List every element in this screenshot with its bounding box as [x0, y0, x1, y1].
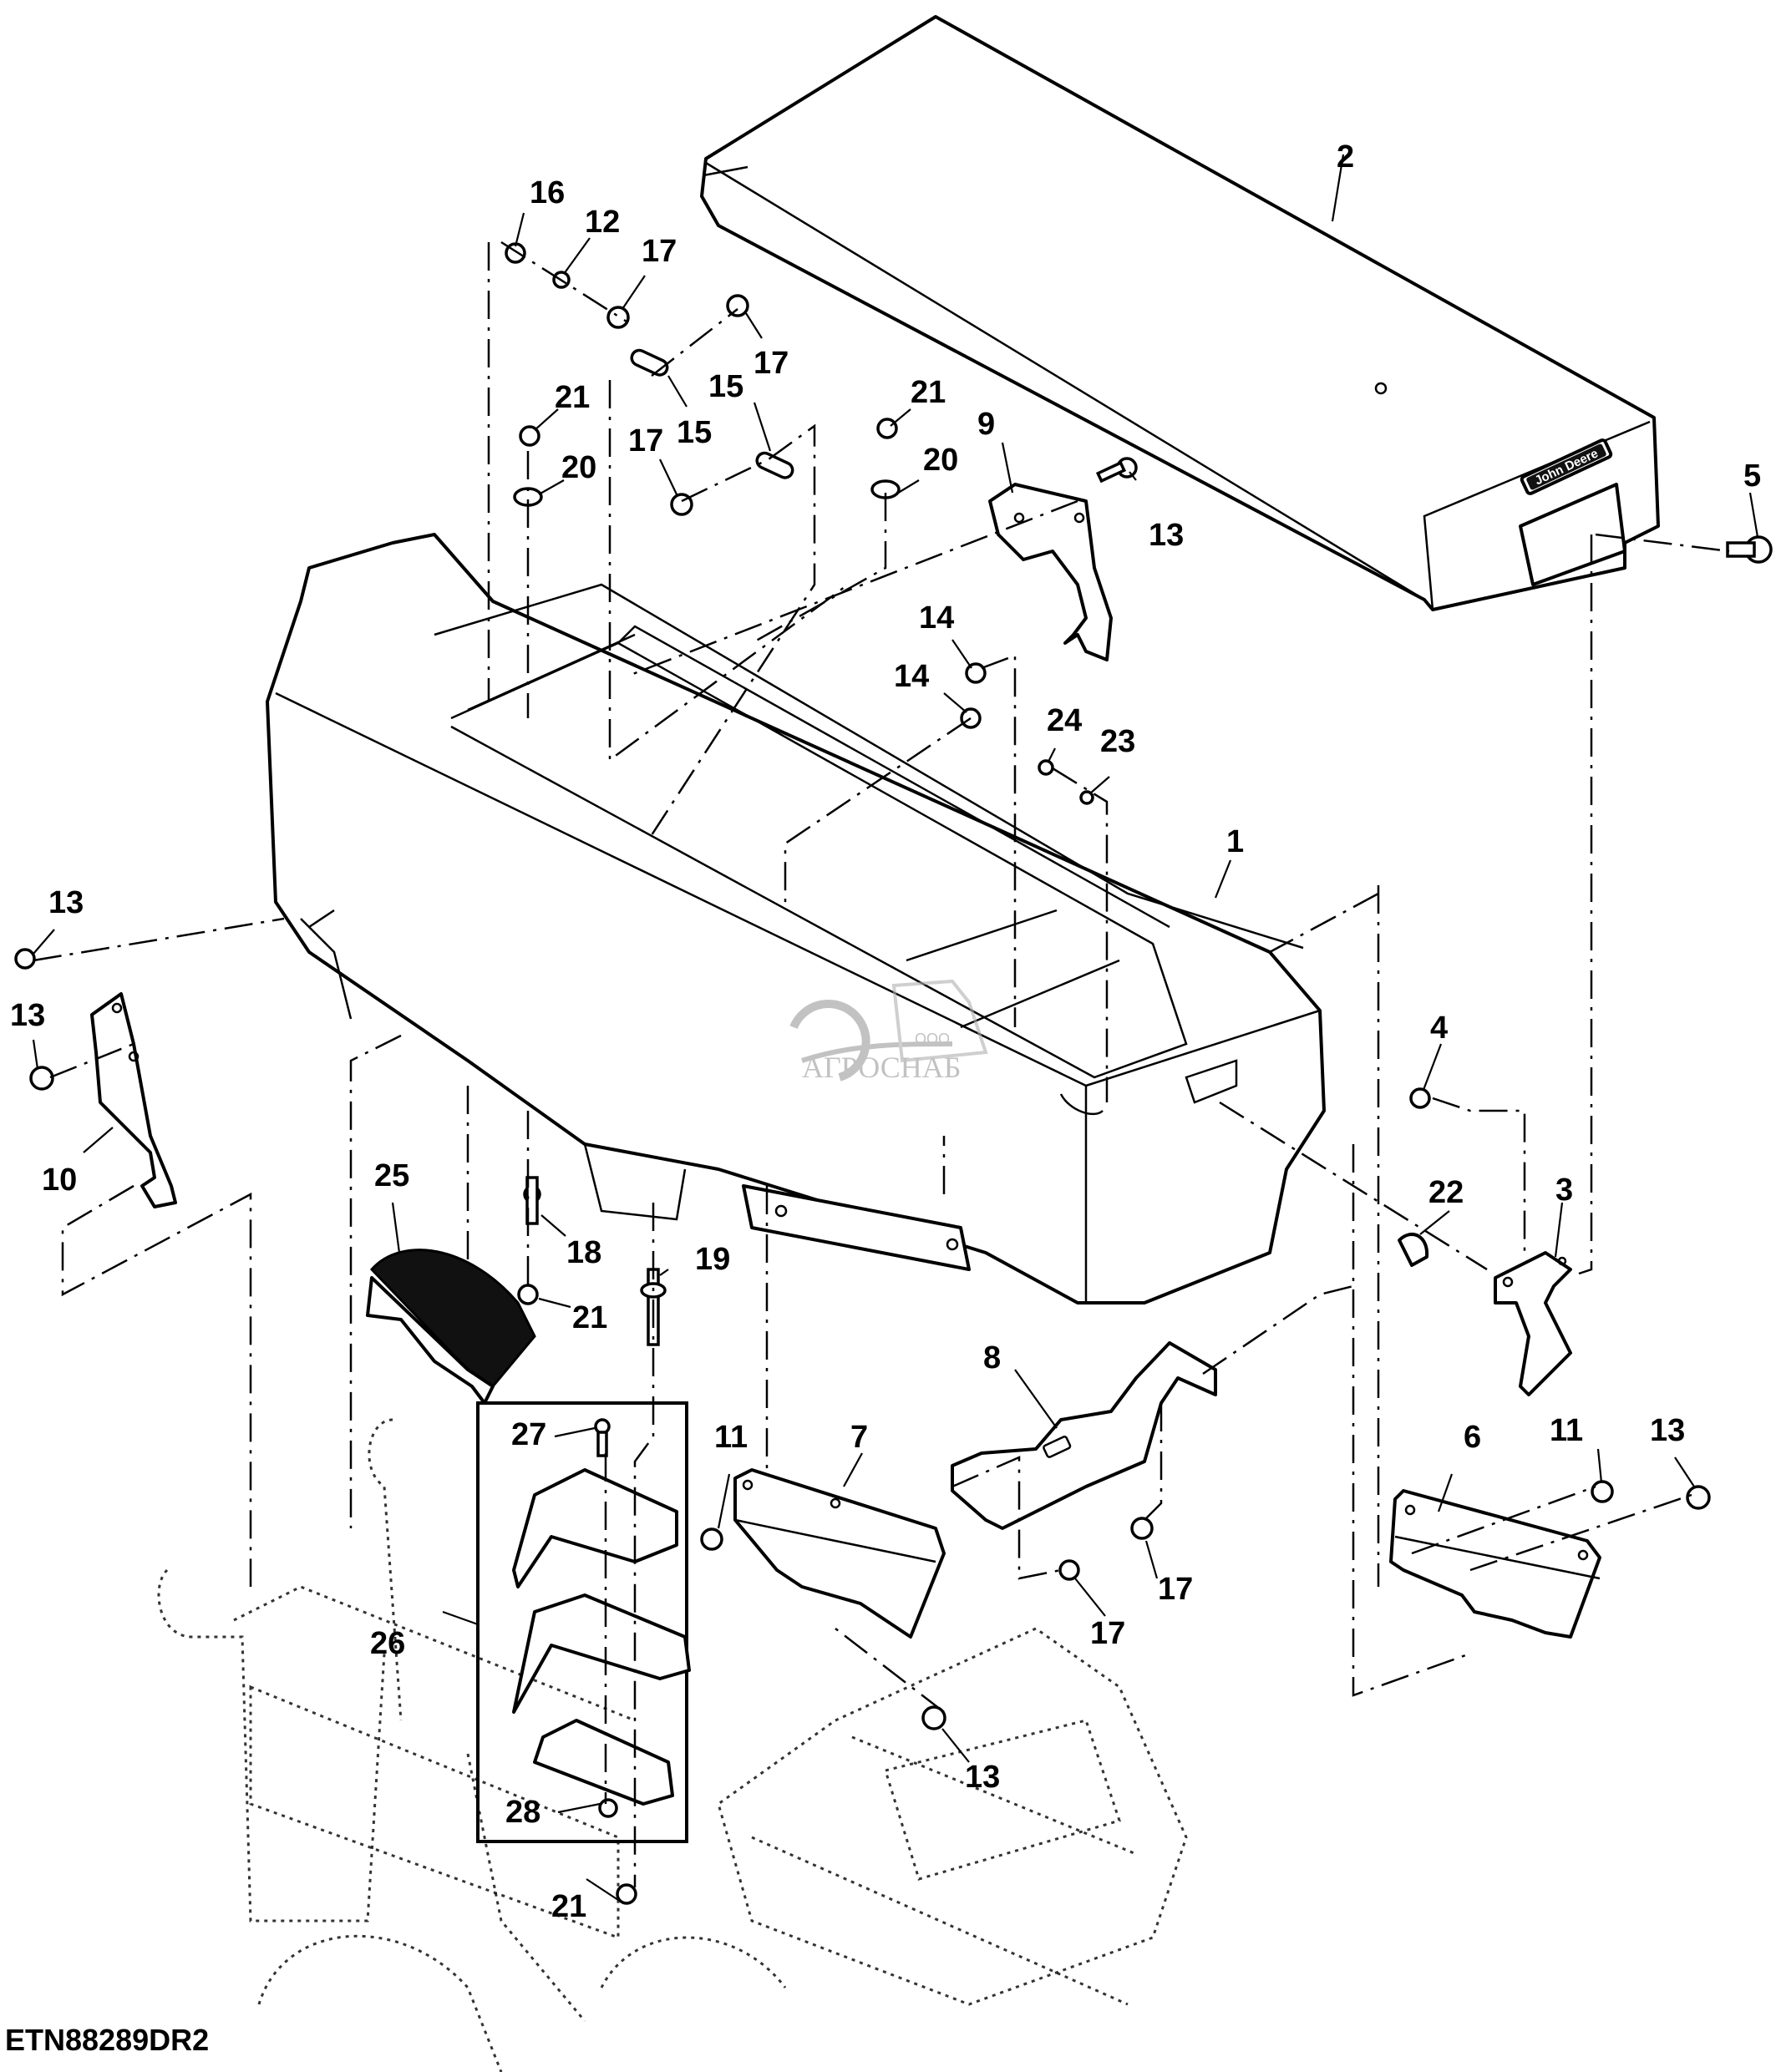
part-21-nut	[616, 1883, 637, 1905]
callout-11b: 11	[1550, 1413, 1583, 1448]
callout-15a: 15	[677, 415, 712, 450]
part-11-bolt	[1591, 1480, 1614, 1503]
callout-8: 8	[983, 1340, 1001, 1375]
part-21-nut	[519, 425, 540, 447]
callout-22: 22	[1428, 1175, 1464, 1210]
callout-13b: 13	[10, 998, 45, 1033]
callout-3: 3	[1555, 1173, 1573, 1208]
callout-labels: 1 2 3 4 5 6 7 8 9 10 11 11 12 13 13 13 1…	[10, 139, 1761, 1924]
part-24-bolt	[1038, 759, 1054, 776]
callout-19: 19	[695, 1242, 730, 1277]
figure-id: ETN88289DR2	[5, 2023, 209, 2057]
part-26-kit-box	[476, 1401, 691, 1843]
callout-17b: 17	[754, 346, 789, 381]
part-13-bolt	[921, 1705, 946, 1730]
callout-17d: 17	[1158, 1572, 1193, 1607]
callout-1: 1	[1226, 824, 1244, 859]
part-6-bracket	[1389, 1489, 1601, 1639]
part-1-console	[266, 533, 1326, 1304]
part-17-nut	[726, 294, 749, 317]
part-22-plug	[1398, 1232, 1429, 1267]
callout-11a: 11	[714, 1420, 748, 1455]
callout-13e: 13	[965, 1760, 1000, 1795]
part-21-nut	[517, 1284, 539, 1305]
callout-6: 6	[1464, 1420, 1481, 1455]
callout-21a: 21	[555, 380, 590, 415]
callout-20a: 20	[561, 450, 596, 485]
callout-17a: 17	[642, 234, 677, 269]
callout-20b: 20	[923, 443, 958, 478]
callout-10: 10	[42, 1163, 77, 1198]
callout-15b: 15	[708, 369, 743, 404]
callout-18: 18	[566, 1235, 601, 1270]
callout-14b: 14	[894, 659, 929, 694]
part-21-nut	[876, 418, 898, 439]
callout-26: 26	[370, 1626, 405, 1661]
part-23-washer	[1079, 790, 1094, 805]
part-17-nut	[1058, 1559, 1080, 1581]
part-13-bolt	[1686, 1485, 1711, 1510]
callout-7: 7	[850, 1420, 868, 1455]
part-7-bracket	[733, 1468, 946, 1639]
part-15-plate	[755, 451, 794, 479]
callout-4: 4	[1430, 1011, 1448, 1046]
callout-5: 5	[1743, 458, 1761, 494]
part-17-nut	[606, 306, 630, 329]
part-4-nut	[1409, 1087, 1431, 1109]
callout-21c: 21	[572, 1300, 607, 1335]
leader-lines	[32, 154, 1759, 1901]
callout-17c: 17	[628, 423, 663, 458]
part-10-bracket	[90, 992, 177, 1208]
assembly-center-lines	[33, 241, 1730, 1887]
callout-21d: 21	[551, 1889, 586, 1924]
callout-28: 28	[505, 1795, 540, 1830]
callout-27: 27	[511, 1417, 546, 1452]
watermark-prefix: ООО	[915, 1031, 950, 1047]
callout-2: 2	[1337, 139, 1354, 175]
part-13-bolt	[14, 948, 36, 970]
part-3-latch	[1494, 1251, 1572, 1396]
reference-frame	[157, 1418, 1188, 2072]
part-9-bracket	[988, 483, 1113, 661]
callout-24: 24	[1047, 703, 1082, 738]
part-2-lid: John Deere	[700, 15, 1660, 611]
callout-21b: 21	[911, 375, 946, 410]
part-17-nut	[1130, 1517, 1154, 1540]
callout-16: 16	[530, 175, 565, 210]
callout-17e: 17	[1090, 1616, 1125, 1651]
callout-13c: 13	[1149, 518, 1184, 553]
callout-25: 25	[374, 1158, 409, 1193]
part-14-nut	[965, 662, 987, 684]
callout-13a: 13	[48, 885, 84, 920]
callout-9: 9	[977, 407, 995, 442]
part-15-plate	[630, 348, 669, 377]
watermark: ООО АГРОСНАБ	[789, 979, 988, 1084]
callout-13d: 13	[1650, 1413, 1685, 1448]
part-13-bolt	[29, 1066, 54, 1091]
callout-23: 23	[1100, 724, 1135, 759]
part-11-bolt	[700, 1527, 723, 1551]
callout-12: 12	[585, 205, 620, 240]
watermark-name: АГРОСНАБ	[802, 1051, 961, 1084]
callout-14a: 14	[919, 600, 954, 636]
part-25-pad	[366, 1249, 536, 1405]
